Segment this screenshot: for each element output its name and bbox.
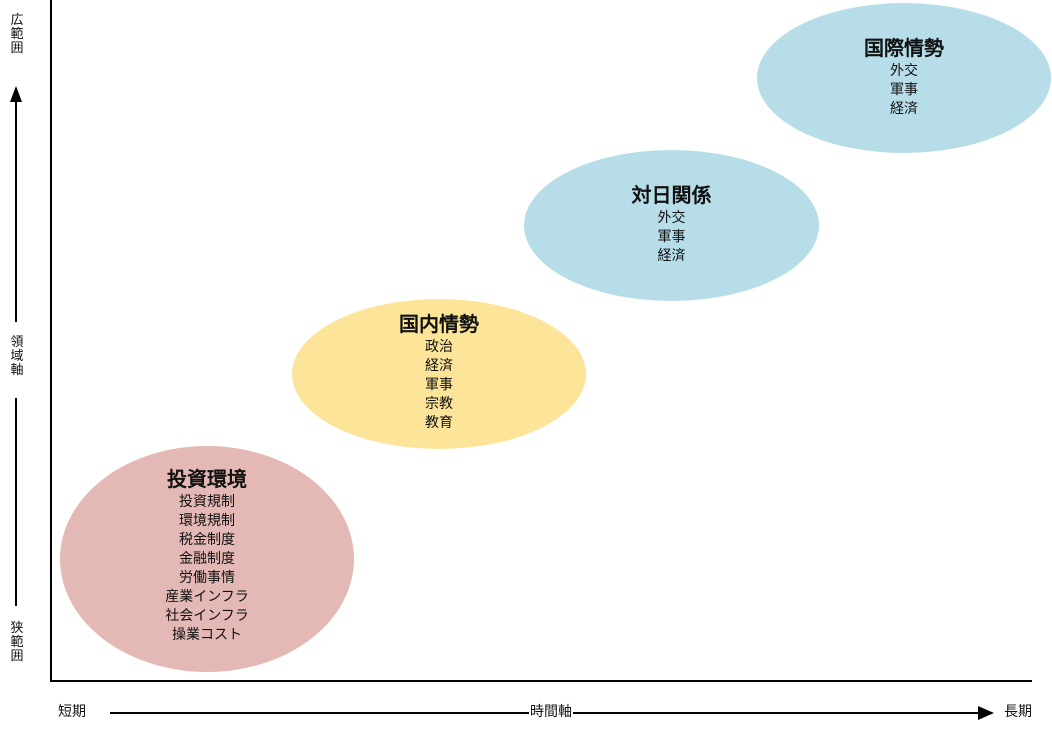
ellipse-item: 軍事 [425, 377, 453, 393]
y-axis-bottom-label: 狭範囲 [10, 621, 24, 664]
ellipse-item: 産業インフラ [165, 589, 249, 605]
ellipse-item: 外交 [657, 210, 686, 226]
ellipse-item: 操業コスト [172, 627, 242, 643]
y-axis-line [50, 0, 52, 682]
ellipse-item: 金融制度 [179, 551, 235, 567]
ellipse-item: 教育 [425, 415, 453, 431]
ellipse-title: 国際情勢 [864, 36, 944, 60]
ellipse-item: 経済 [657, 248, 686, 264]
ellipse-title: 投資環境 [167, 467, 247, 491]
right-arrow-icon [978, 706, 994, 720]
ellipse-item: 経済 [425, 358, 453, 374]
x-axis-right-label: 長期 [1004, 704, 1032, 720]
investment-environment-ellipse: 投資環境 投資規制 環境規制 税金制度 金融制度 労働事情 産業インフラ 社会イ… [60, 446, 354, 672]
ellipse-item: 税金制度 [179, 532, 235, 548]
ellipse-item: 軍事 [890, 82, 918, 98]
y-arrow-upper-line [15, 100, 17, 322]
x-axis-left-label: 短期 [58, 704, 86, 720]
ellipse-item: 経済 [890, 101, 918, 117]
up-arrow-icon [10, 86, 22, 102]
ellipse-item: 宗教 [425, 396, 453, 412]
ellipse-item: 政治 [425, 339, 453, 355]
ellipse-item: 社会インフラ [165, 608, 249, 624]
ellipse-item: 労働事情 [179, 570, 235, 586]
y-arrow-lower-line [15, 398, 17, 606]
x-axis-line [50, 680, 1032, 682]
y-axis-middle-label: 領域軸 [10, 335, 24, 378]
x-axis-middle-label: 時間軸 [529, 704, 573, 720]
international-situation-ellipse: 国際情勢 外交 軍事 経済 [757, 3, 1051, 153]
y-axis-top-label: 広範囲 [10, 13, 24, 56]
domestic-situation-ellipse: 国内情勢 政治 経済 軍事 宗教 教育 [292, 299, 586, 449]
japan-relations-ellipse: 対日関係 外交 軍事 経済 [524, 150, 819, 301]
ellipse-title: 対日関係 [631, 183, 712, 207]
ellipse-title: 国内情勢 [399, 312, 479, 336]
ellipse-item: 投資規制 [179, 494, 235, 510]
ellipse-item: 軍事 [657, 229, 686, 245]
ellipse-item: 環境規制 [179, 513, 235, 529]
ellipse-item: 外交 [890, 63, 918, 79]
